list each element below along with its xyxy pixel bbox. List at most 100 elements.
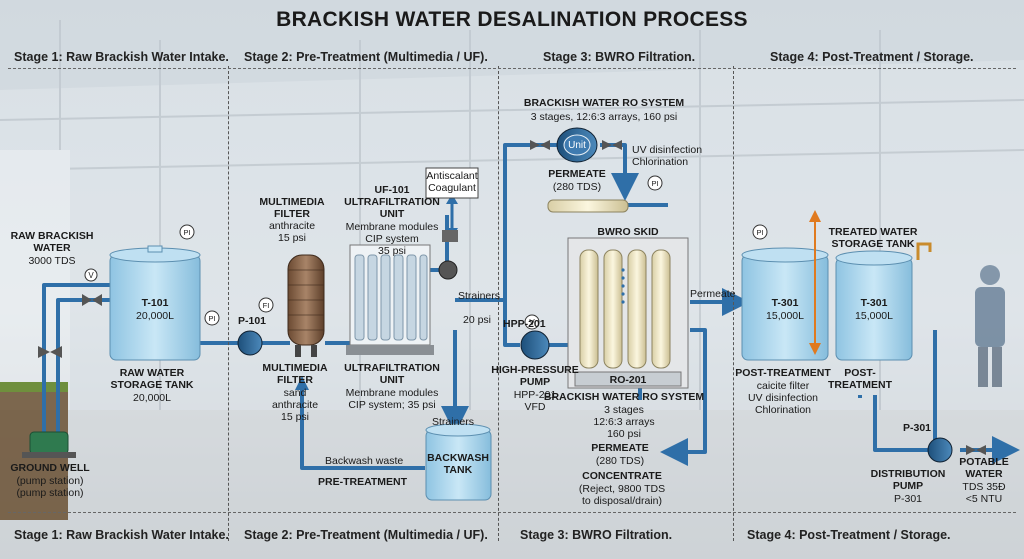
- uf-unit: [346, 244, 434, 355]
- stage-footer-4: Stage 4: Post-Treatment / Storage.: [747, 528, 951, 542]
- hpp-tag-label: HPP-201: [503, 318, 546, 330]
- stage-divider-2: [498, 66, 499, 541]
- v-gauge-hpp: [524, 314, 540, 330]
- stage-footer-3: Stage 3: BWRO Filtration.: [520, 528, 673, 542]
- valves-top-ro: [530, 140, 622, 150]
- permeate-arrow-label: Permeate: [690, 288, 736, 300]
- tank-t301b-cap: 15,000L: [855, 310, 893, 322]
- permeate-bot-label: PERMEATE: [591, 442, 649, 454]
- potable-water-spec: TDS 35Ð<5 NTU: [962, 481, 1006, 505]
- page-title: BRACKISH WATER DESALINATION PROCESS: [276, 8, 748, 31]
- header-rule: [8, 68, 1016, 69]
- stage-header-3: Stage 3: BWRO Filtration.: [543, 50, 696, 64]
- pi-tag-pump: PI: [208, 314, 216, 323]
- valve-well: [38, 346, 62, 358]
- footer-rule: [8, 512, 1016, 513]
- tank-t301b-id: T-301: [860, 297, 888, 309]
- stage-footer-2: Stage 2: Pre-Treatment (Multimedia / UF)…: [244, 528, 488, 542]
- permeate-top-tds: (280 TDS): [552, 181, 602, 193]
- strainers-label: Strainers: [458, 290, 501, 302]
- pi-tag-t301: PI: [756, 228, 764, 237]
- stage-header-1: Stage 1: Raw Brackish Water Intake.: [14, 50, 229, 64]
- pump-p301-label: P-301: [903, 422, 932, 434]
- ground-well-label: GROUND WELL: [10, 462, 90, 474]
- ro-system-top-title: BRACKISH WATER RO SYSTEM: [523, 97, 685, 109]
- ground-well-sub1: (pump station): [16, 475, 84, 487]
- post-treatment-title-2: POST-TREATMENT: [828, 367, 892, 391]
- permeate-bot-tds: (280 TDS): [595, 455, 645, 467]
- pi-tag-tank: PI: [183, 228, 191, 237]
- ground-grass: [0, 382, 68, 392]
- permeate-top-label: PERMEATE: [548, 168, 606, 180]
- tank-t301a-cap: 15,000L: [766, 310, 804, 322]
- v-tag-hpp: V: [529, 318, 535, 327]
- uf-feed-pump: [438, 260, 458, 280]
- stage-header-4: Stage 4: Post-Treatment / Storage.: [770, 50, 974, 64]
- tank-t101-cap: 20,000L: [136, 310, 174, 322]
- pretreatment-label: PRE-TREATMENT: [318, 476, 408, 488]
- valve-tank-inlet: [82, 294, 102, 306]
- ro-unit-label: Unit: [568, 140, 586, 151]
- pump-p101-label: P-101: [238, 315, 267, 327]
- ro-system-bot-title: BRACKISH WATER RO SYSTEM: [543, 391, 705, 403]
- pi-gauge-tank: [179, 224, 195, 240]
- raw-tank-capacity: 20,000L: [133, 392, 171, 404]
- dosing-pot: [442, 230, 458, 242]
- ro-system-top-spec: 3 stages, 12:6:3 arrays, 160 psi: [530, 111, 678, 123]
- pump-p101: [237, 330, 263, 356]
- stage-divider-3: [733, 66, 734, 541]
- tank-t101-id: T-101: [141, 297, 169, 309]
- multimedia-filter: [287, 254, 325, 357]
- level-arrow: [809, 210, 821, 355]
- distribution-pump: [927, 437, 953, 463]
- concentrate-label: CONCENTRATE: [582, 470, 662, 482]
- uv-reactor: [547, 199, 629, 213]
- post-treatment-title: POST-TREATMENT: [735, 367, 831, 379]
- pi-gauge-pump: [204, 310, 220, 326]
- stage-footer-1: Stage 1: Raw Brackish Water Intake.: [14, 528, 229, 542]
- fi-tag: FI: [262, 301, 270, 310]
- strainers-pressure: 20 psi: [463, 314, 492, 326]
- bwro-skid: [567, 237, 689, 389]
- v-tag: V: [88, 271, 94, 280]
- valve-gauge-v: [84, 268, 98, 282]
- distribution-pump-id: P-301: [893, 493, 923, 505]
- ro-201-label: RO-201: [609, 374, 647, 386]
- stage-divider-1: [228, 66, 229, 541]
- tank-t301a-id: T-301: [771, 297, 799, 309]
- high-pressure-pump: [520, 330, 550, 360]
- raw-water-tank: [109, 245, 201, 361]
- tank-t301-b: [835, 250, 913, 361]
- worker-figure: [975, 265, 1005, 387]
- strainers-label-2: Strainers: [432, 416, 475, 428]
- backwash-tank: [425, 423, 492, 501]
- vent-pipe: [916, 242, 932, 260]
- raw-water-tds: 3000 TDS: [28, 255, 76, 267]
- ground-well-sub2: (pump station): [16, 487, 84, 499]
- ro-unit-top: [556, 127, 598, 163]
- bwro-skid-label: BWRO SKID: [597, 226, 659, 238]
- backwash-waste-label: Backwash waste: [325, 455, 404, 467]
- chem-box: [425, 167, 479, 199]
